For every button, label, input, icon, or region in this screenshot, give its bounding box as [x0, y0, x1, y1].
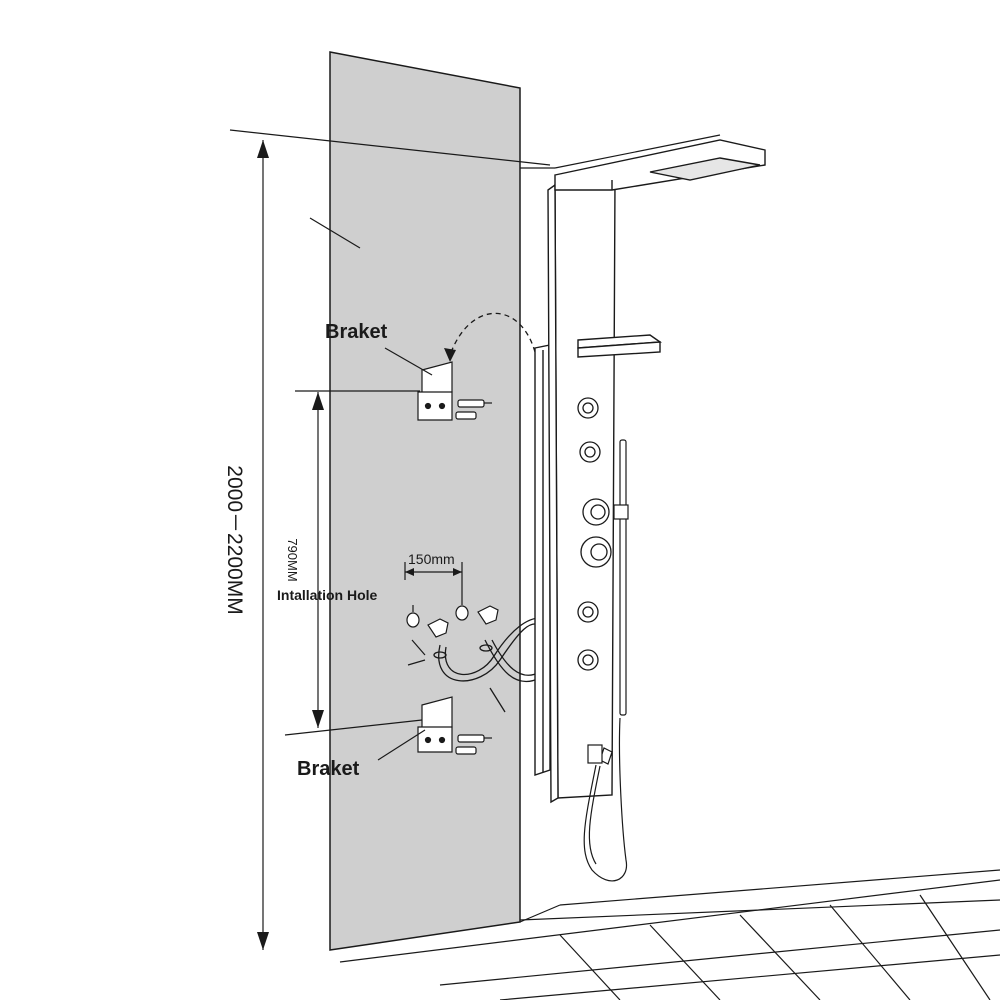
- bottom-bracket: [417, 696, 492, 755]
- height-label: 2000－2200MM: [223, 465, 246, 614]
- top-bracket-leader: [384, 347, 433, 376]
- hole-spacing-label: 150mm: [408, 551, 455, 567]
- bracket-gap-dimension: [284, 390, 423, 736]
- bottom-bracket-label: Braket: [297, 758, 360, 780]
- top-bracket-label: Braket: [325, 321, 388, 343]
- top-bracket: [417, 361, 492, 421]
- floor: [339, 879, 1000, 1001]
- install-hole-label: Intallation Hole: [277, 587, 378, 603]
- bottom-bracket-leader: [377, 729, 426, 761]
- side-wall: [519, 134, 1000, 923]
- control-knobs: [580, 498, 612, 568]
- mount-arrowhead: [444, 348, 456, 362]
- wall-panel: [329, 51, 521, 951]
- bracket-gap-label: 790MM: [285, 538, 300, 581]
- wall-label: wall: [269, 196, 308, 216]
- hand-shower: [583, 439, 629, 882]
- install-holes: [406, 605, 499, 666]
- height-dimension: [229, 129, 551, 950]
- connection-hoses: [433, 617, 541, 713]
- hole-spacing-dimension: [404, 562, 463, 612]
- shower-panel: [534, 139, 766, 804]
- wall-leader: [309, 217, 361, 249]
- body-jets: [577, 397, 601, 671]
